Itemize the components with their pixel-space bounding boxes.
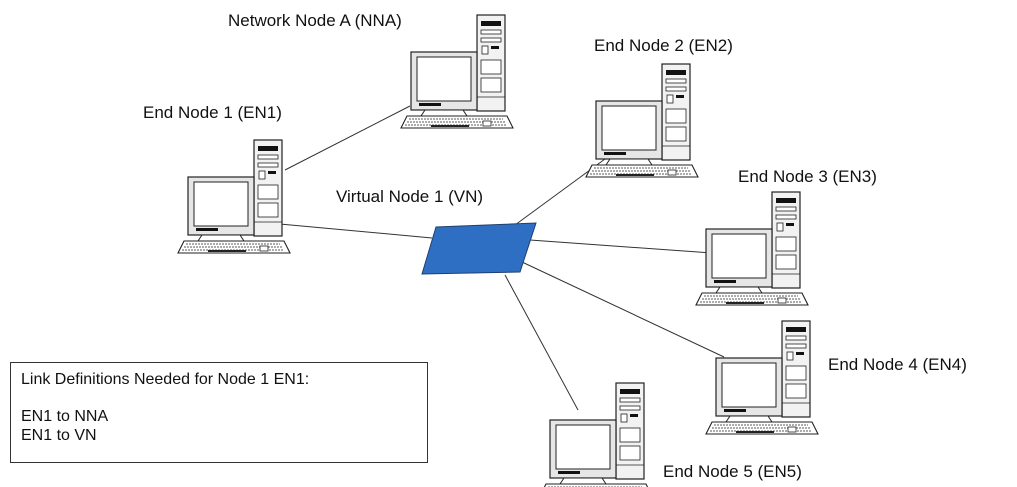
link-en1-vn <box>257 221 433 239</box>
link-vn-en5 <box>504 274 579 411</box>
legend-title: Link Definitions Needed for Node 1 EN1: <box>21 371 310 388</box>
link-vn-en3 <box>529 239 713 254</box>
link-definitions-box: Link Definitions Needed for Node 1 EN1: … <box>10 362 428 463</box>
computer-icon-nna[interactable] <box>400 14 514 129</box>
computer-icon-en3[interactable] <box>695 191 809 306</box>
virtual-node-shape[interactable] <box>421 222 537 275</box>
link-en1-nna <box>284 105 411 171</box>
label-en5: End Node 5 (EN5) <box>663 462 802 481</box>
computer-icon-en5[interactable] <box>539 382 653 487</box>
label-vn: Virtual Node 1 (VN) <box>336 187 484 206</box>
computer-icon-en4[interactable] <box>705 320 819 435</box>
link-vn-en2 <box>514 147 621 226</box>
computer-icon-en1[interactable] <box>177 139 291 254</box>
label-nna: Network Node A (NNA) <box>228 11 402 30</box>
label-en2: End Node 2 (EN2) <box>594 36 733 55</box>
label-en1: End Node 1 (EN1) <box>143 103 282 122</box>
label-en3: End Node 3 (EN3) <box>738 167 877 186</box>
label-en4: End Node 4 (EN4) <box>828 355 967 374</box>
link-vn-en4 <box>521 261 725 358</box>
legend-item: EN1 to VN <box>21 427 97 444</box>
links <box>257 105 725 411</box>
legend-item: EN1 to NNA <box>21 408 109 425</box>
